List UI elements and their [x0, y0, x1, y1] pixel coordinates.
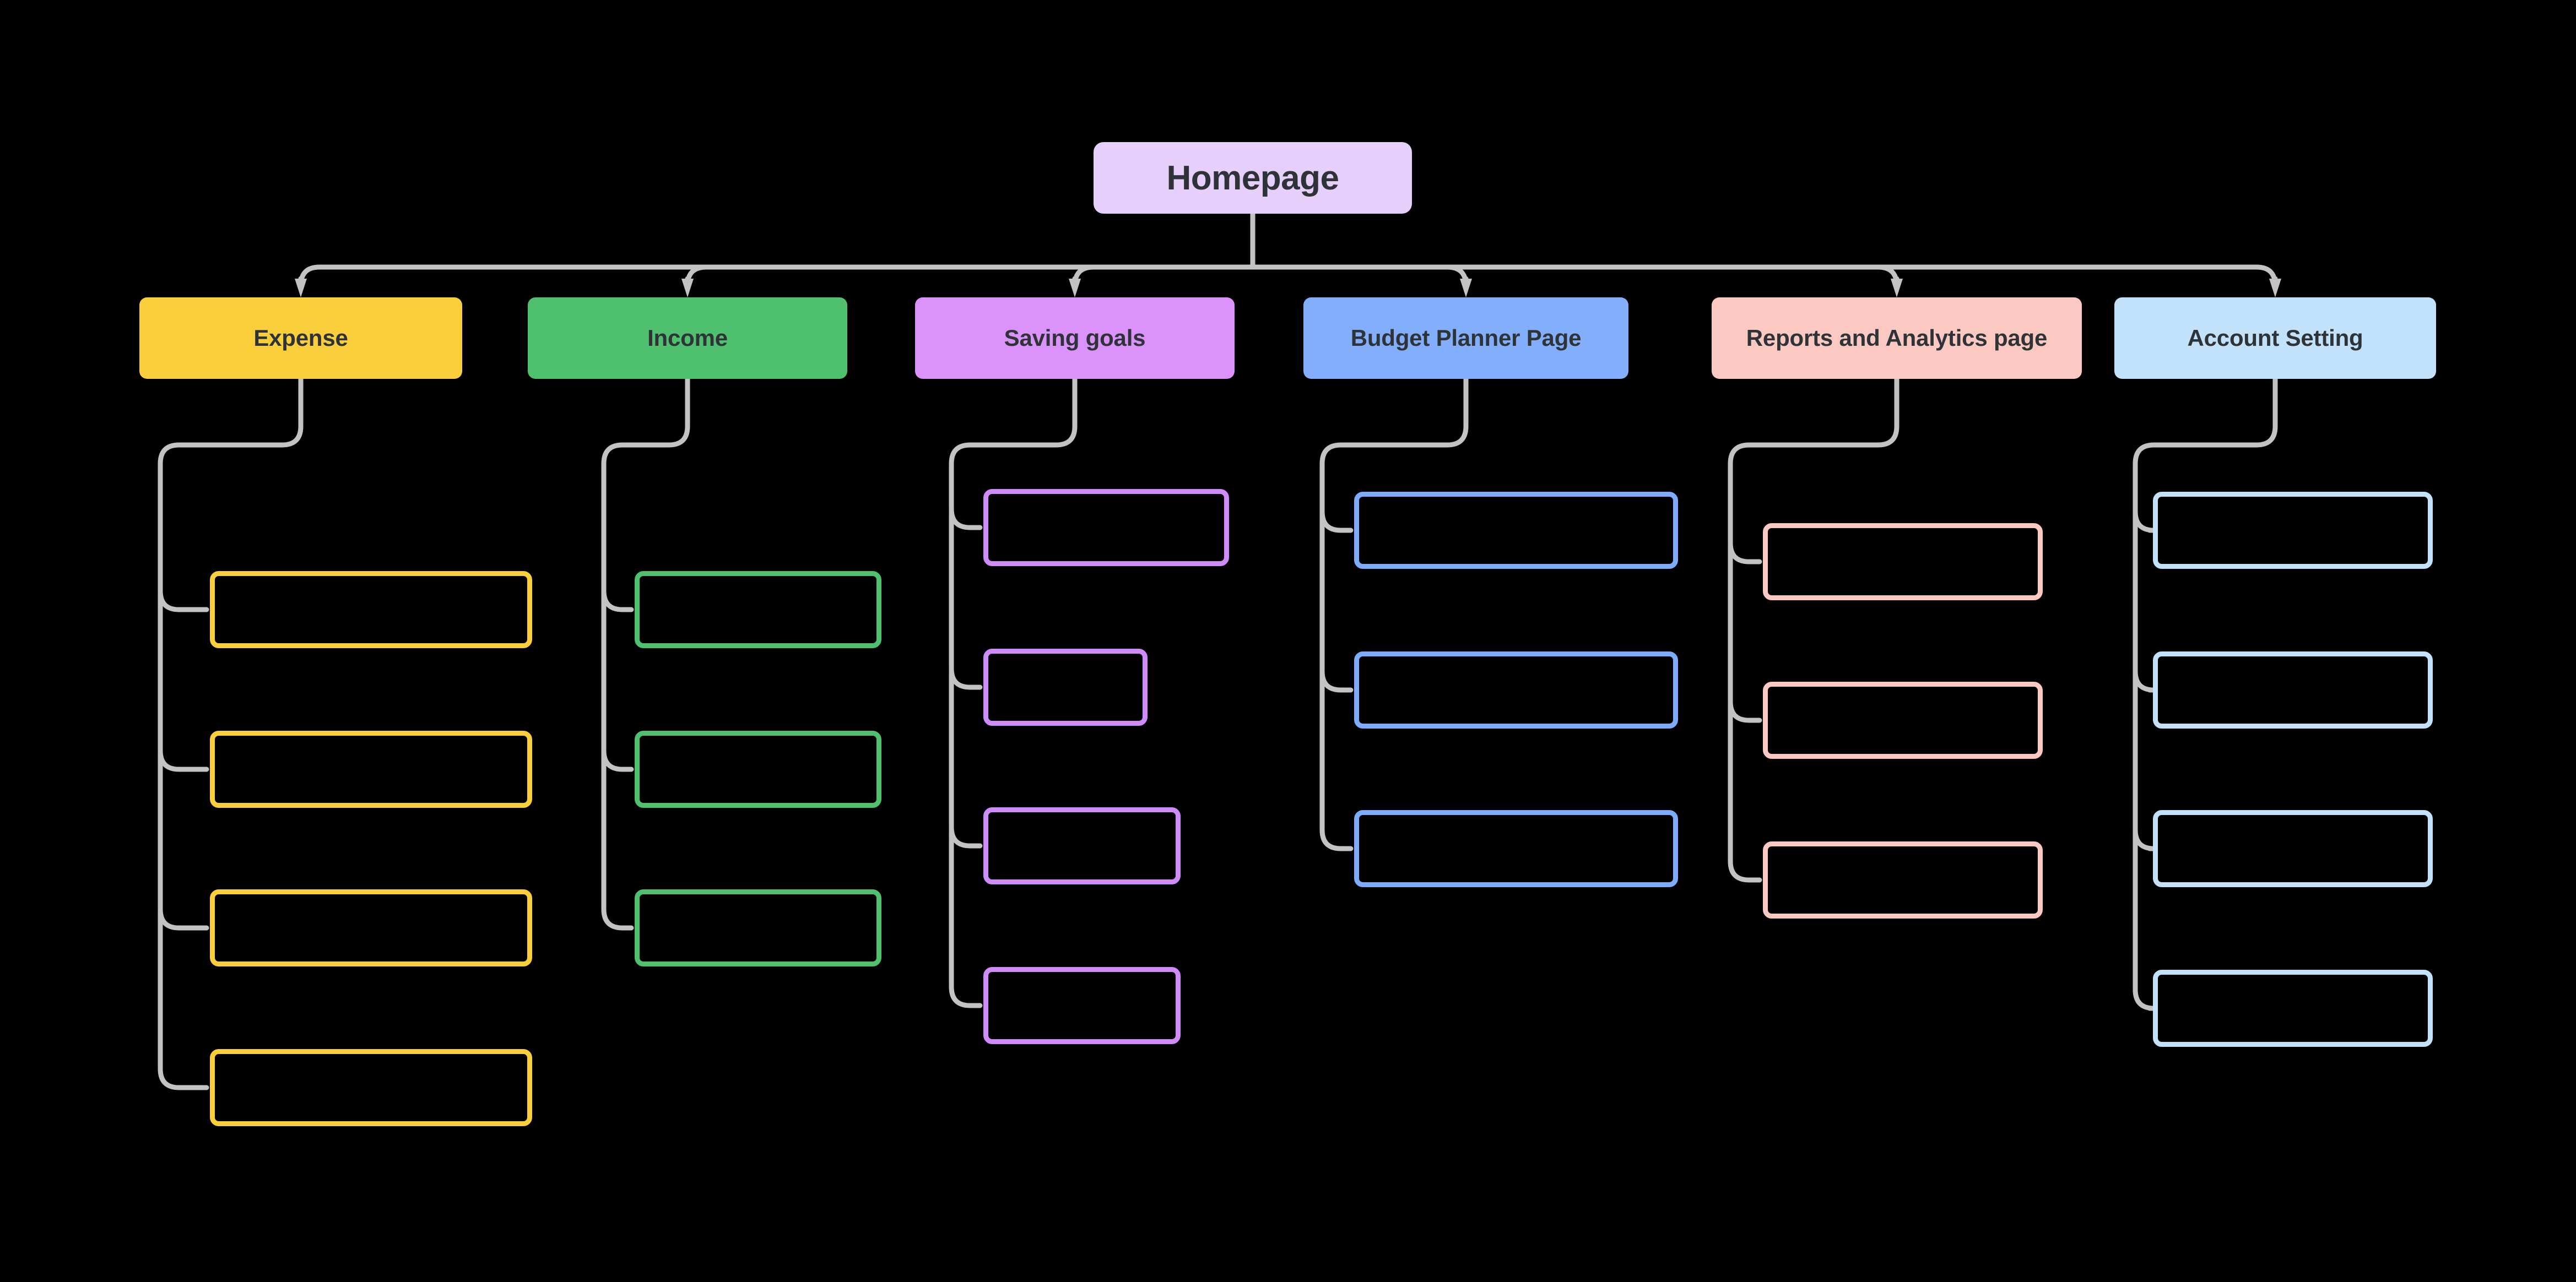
node-budget-planner-label: Budget Planner Page: [1350, 325, 1582, 351]
node-budget-planner-child-3[interactable]: [1354, 810, 1678, 887]
node-budget-planner-child-2[interactable]: [1354, 651, 1678, 729]
node-account-setting-child-4[interactable]: [2153, 970, 2433, 1047]
node-income[interactable]: Income: [528, 297, 847, 379]
node-saving-goals-child-3[interactable]: [983, 807, 1181, 884]
node-account-setting-label: Account Setting: [2187, 325, 2363, 351]
node-budget-planner[interactable]: Budget Planner Page: [1303, 297, 1628, 379]
node-saving-goals-child-2[interactable]: [983, 649, 1148, 726]
node-expense-child-2[interactable]: [210, 731, 532, 808]
node-account-setting-child-2[interactable]: [2153, 651, 2433, 729]
node-income-label: Income: [647, 325, 728, 351]
node-expense-label: Expense: [253, 325, 348, 351]
node-reports-analytics-child-1[interactable]: [1763, 523, 2043, 600]
node-income-child-2[interactable]: [635, 731, 881, 808]
node-account-setting[interactable]: Account Setting: [2114, 297, 2436, 379]
node-budget-planner-child-1[interactable]: [1354, 492, 1678, 569]
node-homepage[interactable]: Homepage: [1094, 142, 1412, 214]
node-reports-analytics-label: Reports and Analytics page: [1746, 325, 2048, 351]
node-expense-child-4[interactable]: [210, 1049, 532, 1126]
node-income-child-3[interactable]: [635, 889, 881, 966]
node-saving-goals-child-1[interactable]: [983, 489, 1229, 566]
node-reports-analytics-child-3[interactable]: [1763, 841, 2043, 919]
node-account-setting-child-3[interactable]: [2153, 810, 2433, 887]
node-expense-child-1[interactable]: [210, 571, 532, 648]
node-income-child-1[interactable]: [635, 571, 881, 648]
node-expense[interactable]: Expense: [139, 297, 462, 379]
node-account-setting-child-1[interactable]: [2153, 492, 2433, 569]
node-reports-analytics[interactable]: Reports and Analytics page: [1712, 297, 2082, 379]
node-saving-goals-label: Saving goals: [1004, 325, 1146, 351]
node-reports-analytics-child-2[interactable]: [1763, 682, 2043, 759]
node-saving-goals-child-4[interactable]: [983, 967, 1181, 1044]
node-saving-goals[interactable]: Saving goals: [915, 297, 1235, 379]
node-expense-child-3[interactable]: [210, 889, 532, 966]
node-homepage-label: Homepage: [1166, 159, 1339, 197]
